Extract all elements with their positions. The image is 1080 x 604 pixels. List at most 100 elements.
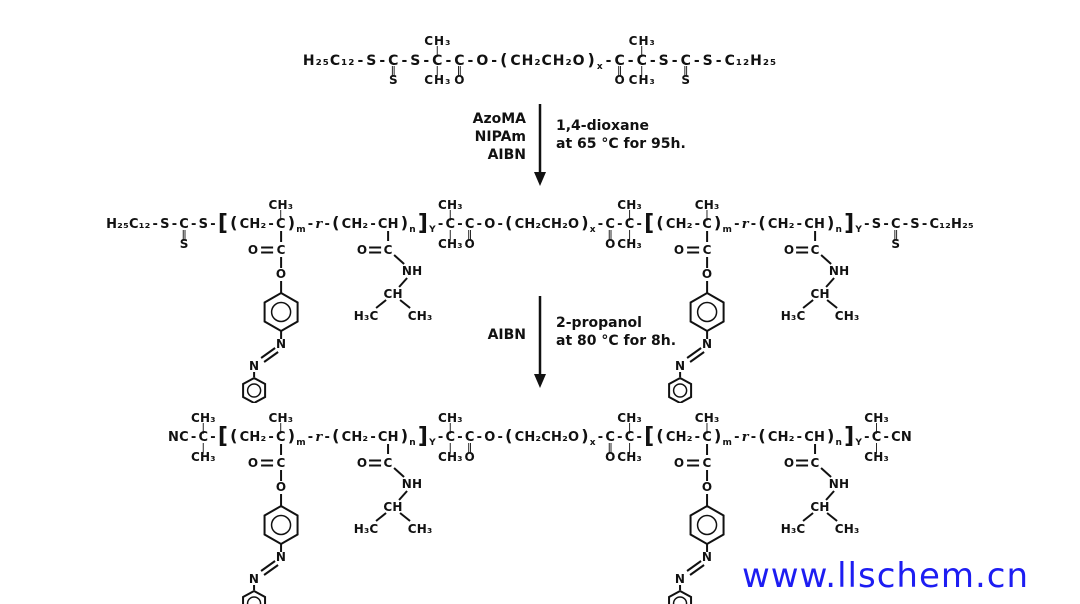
formula-token: O: [484, 430, 496, 445]
formula-token: (: [332, 426, 340, 445]
formula-token: S: [910, 217, 920, 232]
formula-token: -: [152, 217, 159, 232]
formula-token: -: [324, 217, 331, 232]
formula-token: C‖O: [464, 430, 475, 464]
formula-token: CN: [891, 430, 912, 445]
formula-token: (: [505, 426, 513, 445]
formula-token: -: [693, 53, 701, 69]
formula-token: )n: [400, 213, 416, 236]
formula-token: )x: [581, 426, 596, 449]
formula-token: S: [160, 217, 170, 232]
formula-token: CH₂CH₂O: [514, 430, 580, 445]
formula-token: -: [497, 430, 504, 445]
formula-token: CH₂: [767, 430, 795, 445]
formula-token: (: [758, 426, 766, 445]
formula-token: (: [230, 426, 238, 445]
formula-token: ]Y: [417, 424, 436, 449]
formula-token: r: [315, 217, 323, 232]
formula-token: )m: [287, 213, 306, 236]
step2-reagents: AIBN: [408, 326, 526, 344]
formula-token: S: [871, 217, 882, 232]
formula-token: H₂₅C₁₂: [106, 217, 151, 232]
formula-token: -: [357, 53, 365, 69]
formula-token: C‖O: [464, 217, 475, 251]
formula-token: ]Y: [417, 211, 436, 236]
formula-token: -: [467, 53, 475, 69]
formula-token: -: [423, 53, 431, 69]
formula-token: -: [171, 217, 178, 232]
down-arrow-step2-icon: [534, 296, 546, 388]
formula-token: CH₂: [665, 430, 693, 445]
formula-token: -: [617, 217, 623, 232]
formula-token: CH: [377, 217, 400, 233]
formula-token: C‖S: [388, 53, 400, 87]
formula-token: C‖O: [454, 53, 466, 87]
formula-token: [: [217, 424, 229, 449]
formula-token: H₂₅C₁₂: [302, 53, 356, 69]
formula-token: NC: [168, 430, 189, 445]
formula-token: ]Y: [844, 424, 863, 449]
formula-token: -: [902, 217, 909, 232]
formula-token: -: [210, 430, 216, 445]
step2-temp-time: at 80 °C for 8h.: [556, 333, 677, 349]
formula-token: CH₂CH₂O: [510, 53, 586, 69]
formula-token: CH₂: [665, 217, 693, 232]
formula-token: S: [198, 217, 209, 232]
formula-token: O: [484, 217, 496, 232]
formula-token: -: [445, 53, 453, 69]
reagent-azoma: AzoMA: [472, 111, 526, 127]
formula-token: -: [370, 217, 376, 232]
formula-token: )x: [587, 50, 604, 73]
formula-token: -: [457, 430, 463, 445]
formula-token: -: [750, 217, 757, 232]
formula-token: -: [370, 430, 376, 445]
formula-token: -: [694, 430, 701, 445]
isopropylamide-pendant: [338, 231, 438, 336]
formula-token: S: [410, 53, 422, 69]
formula-token: (: [505, 213, 513, 232]
step1-solvent: 1,4-dioxane: [556, 118, 649, 134]
step1-temp-time: at 65 °C for 95h.: [556, 136, 686, 152]
formula-token: CH₂CH₂O: [514, 217, 580, 232]
formula-token: -: [921, 217, 928, 232]
formula-token: -: [597, 217, 604, 232]
formula-token: )x: [581, 213, 596, 236]
formula-token: -: [715, 53, 723, 69]
formula-token: )n: [827, 213, 843, 236]
formula-token: )m: [287, 426, 306, 449]
formula-token: CH₂: [341, 217, 369, 232]
formula-token: -: [734, 430, 740, 445]
azobenzene-pendant: [223, 231, 313, 408]
formula-token: (: [656, 426, 664, 445]
formula-token: -: [437, 217, 444, 232]
formula-token: (: [230, 213, 238, 232]
formula-token: -: [883, 217, 889, 232]
formula-token: -: [491, 53, 499, 69]
formula-token: -: [864, 217, 870, 232]
formula-token: -: [437, 430, 444, 445]
formula-token: [: [217, 211, 229, 236]
step1-reagents: AzoMA NIPAm AIBN: [408, 110, 526, 164]
isopropylamide-pendant: [765, 231, 865, 336]
formula-token: -: [796, 217, 803, 232]
formula-token: -: [636, 430, 643, 445]
watermark-url: www.llschem.cn: [742, 556, 1030, 596]
formula-token: C₁₂H₂₅: [724, 53, 778, 69]
step1-conditions: 1,4-dioxane at 65 °C for 95h.: [556, 117, 686, 153]
step2-solvent: 2-propanol: [556, 315, 642, 331]
formula-token: -: [476, 430, 483, 445]
formula-token: -: [190, 430, 197, 445]
formula-token: C‖O: [614, 53, 626, 87]
reagent-nipam: NIPAm: [474, 129, 526, 145]
formula-token: C‖S: [680, 53, 692, 87]
formula-token: -: [649, 53, 657, 69]
formula-token: )n: [400, 426, 416, 449]
